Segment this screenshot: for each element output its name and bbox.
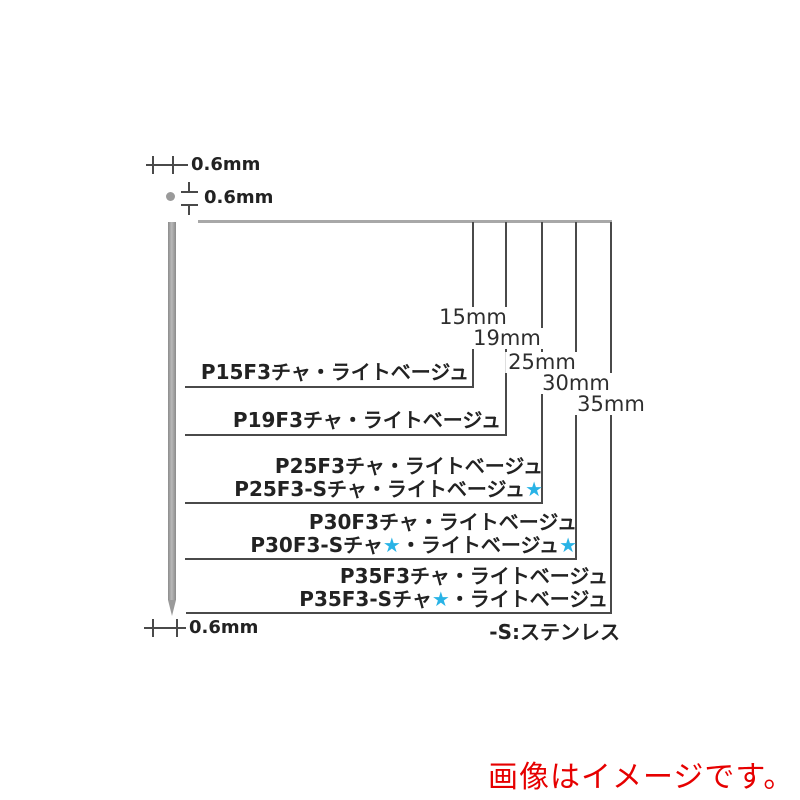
stainless-footnote: -S:ステンレス bbox=[489, 620, 620, 644]
size-label-30mm: 30mm bbox=[539, 373, 613, 394]
product-label: P25F3チャ・ライトベージュ bbox=[274, 454, 543, 478]
product-label: P35F3チャ・ライトベージュ bbox=[339, 564, 608, 588]
size-label-35mm: 35mm bbox=[574, 394, 648, 415]
dim-top-width-tick-right bbox=[172, 156, 174, 174]
stainless-star-icon: ★ bbox=[525, 477, 543, 501]
product-label: P30F3チャ・ライトベージュ bbox=[308, 510, 577, 534]
product-p19: P19F3チャ・ライトベージュ bbox=[233, 409, 501, 432]
bracket-15mm-vertical bbox=[472, 222, 474, 388]
bracket-30mm-bottom bbox=[185, 558, 577, 560]
dim-bottom-line bbox=[144, 627, 186, 629]
bracket-25mm-bottom bbox=[185, 502, 543, 504]
image-disclaimer: 画像はイメージです。 bbox=[488, 760, 795, 795]
dim-top-width-label: 0.6mm bbox=[191, 154, 261, 175]
stainless-star-icon: ★ bbox=[382, 533, 401, 557]
dim-diameter-tick-top bbox=[181, 191, 198, 193]
bracket-35mm-bottom bbox=[186, 612, 612, 614]
pin-shaft bbox=[168, 222, 176, 600]
pin-tip bbox=[168, 600, 176, 616]
product-label: P25F3-Sチャ・ライトベージュ★ bbox=[234, 477, 543, 501]
product-label: P19F3チャ・ライトベージュ bbox=[232, 408, 501, 432]
stainless-star-icon: ★ bbox=[431, 587, 450, 611]
dim-top-diameter-label: 0.6mm bbox=[204, 187, 274, 208]
product-p30: P30F3チャ・ライトベージュ P30F3-Sチャ★・ライトベージュ★ bbox=[250, 511, 577, 557]
product-label: P35F3-Sチャ★・ライトベージュ bbox=[299, 587, 608, 611]
bracket-15mm-bottom bbox=[185, 386, 474, 388]
dim-bottom-tick-left bbox=[152, 619, 154, 637]
product-p15: P15F3チャ・ライトベージュ bbox=[201, 361, 469, 384]
top-reference-line bbox=[198, 220, 612, 223]
dim-top-width-line bbox=[146, 164, 188, 166]
size-label-25mm: 25mm bbox=[505, 352, 579, 373]
product-label: P30F3-Sチャ★・ライトベージュ★ bbox=[250, 533, 577, 557]
pin-cross-section-dot bbox=[166, 192, 175, 201]
dim-diameter-stub-top bbox=[188, 182, 190, 192]
dim-bottom-tick-right bbox=[176, 619, 178, 637]
bracket-35mm-vertical bbox=[610, 222, 612, 614]
product-p35: P35F3チャ・ライトベージュ P35F3-Sチャ★・ライトベージュ bbox=[299, 565, 608, 611]
dim-diameter-stub-bottom bbox=[188, 205, 190, 215]
size-label-15mm: 15mm bbox=[436, 307, 510, 328]
stainless-star-icon: ★ bbox=[559, 533, 577, 557]
dim-bottom-label: 0.6mm bbox=[189, 617, 259, 638]
product-label: P15F3チャ・ライトベージュ bbox=[200, 360, 469, 384]
product-p25: P25F3チャ・ライトベージュ P25F3-Sチャ・ライトベージュ★ bbox=[234, 455, 543, 501]
size-label-19mm: 19mm bbox=[470, 328, 544, 349]
dim-top-width-tick-left bbox=[152, 156, 154, 174]
bracket-19mm-bottom bbox=[185, 434, 507, 436]
